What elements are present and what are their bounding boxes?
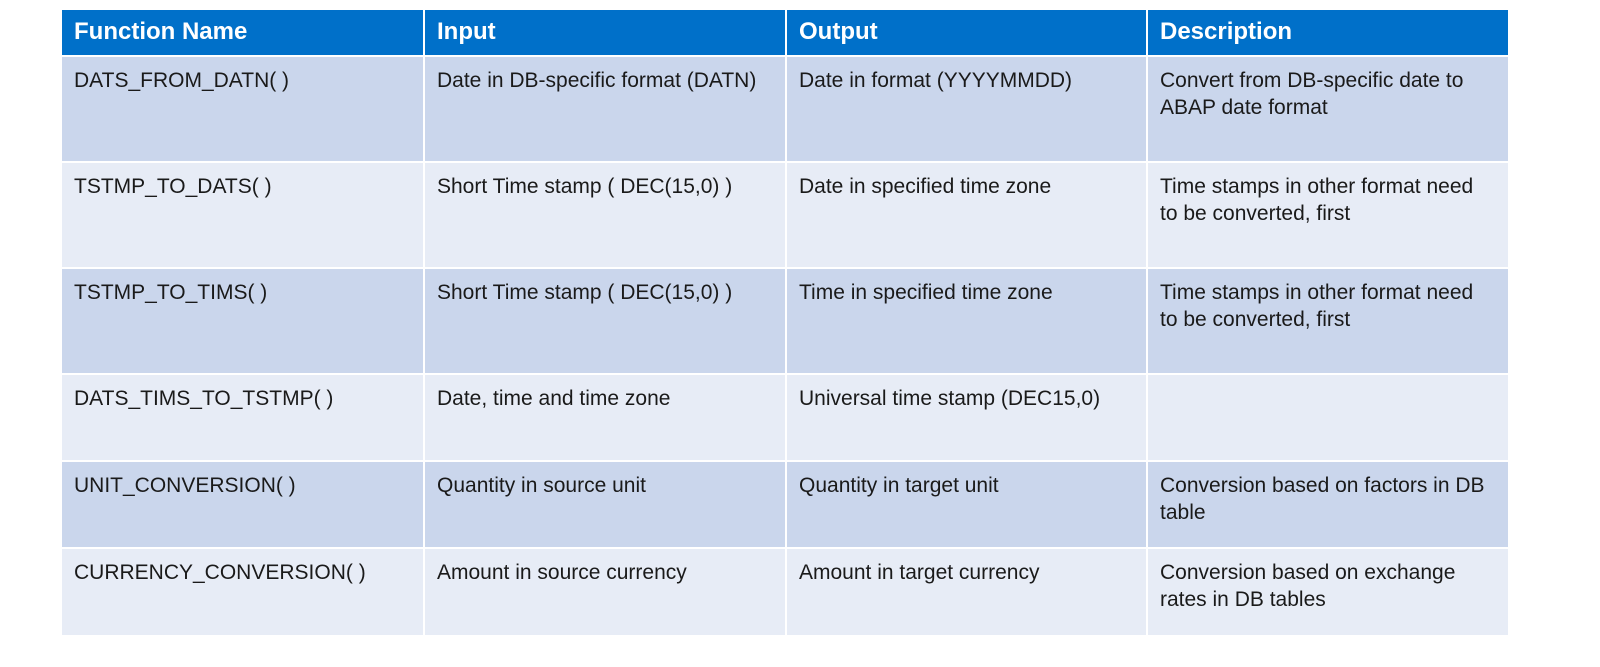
cell-function: TSTMP_TO_TIMS( ): [62, 267, 425, 375]
cell-input: Amount in source currency: [423, 547, 787, 635]
cell-function: CURRENCY_CONVERSION( ): [62, 547, 425, 635]
cell-output: Universal time stamp (DEC15,0): [785, 373, 1148, 462]
table-row: UNIT_CONVERSION( ) Quantity in source un…: [62, 460, 1508, 549]
cell-input: Short Time stamp ( DEC(15,0) ): [423, 161, 787, 269]
header-function-name: Function Name: [62, 10, 425, 57]
header-input: Input: [423, 10, 787, 57]
table-row: TSTMP_TO_DATS( ) Short Time stamp ( DEC(…: [62, 161, 1508, 269]
cell-output: Quantity in target unit: [785, 460, 1148, 549]
cell-input: Short Time stamp ( DEC(15,0) ): [423, 267, 787, 375]
header-description: Description: [1146, 10, 1508, 57]
cell-description: [1146, 373, 1508, 462]
table-header-row: Function Name Input Output Description: [62, 10, 1508, 57]
cell-input: Quantity in source unit: [423, 460, 787, 549]
cell-input: Date in DB-specific format (DATN): [423, 55, 787, 163]
cell-description: Time stamps in other format need to be c…: [1146, 161, 1508, 269]
cell-input: Date, time and time zone: [423, 373, 787, 462]
cell-output: Amount in target currency: [785, 547, 1148, 635]
cell-output: Date in format (YYYYMMDD): [785, 55, 1148, 163]
cell-description: Conversion based on exchange rates in DB…: [1146, 547, 1508, 635]
function-table: Function Name Input Output Description D…: [62, 10, 1508, 635]
header-output: Output: [785, 10, 1148, 57]
cell-description: Conversion based on factors in DB table: [1146, 460, 1508, 549]
cell-function: TSTMP_TO_DATS( ): [62, 161, 425, 269]
cell-function: DATS_TIMS_TO_TSTMP( ): [62, 373, 425, 462]
cell-description: Convert from DB-specific date to ABAP da…: [1146, 55, 1508, 163]
cell-output: Time in specified time zone: [785, 267, 1148, 375]
table-row: DATS_FROM_DATN( ) Date in DB-specific fo…: [62, 55, 1508, 163]
cell-description: Time stamps in other format need to be c…: [1146, 267, 1508, 375]
cell-function: UNIT_CONVERSION( ): [62, 460, 425, 549]
cell-output: Date in specified time zone: [785, 161, 1148, 269]
table-row: TSTMP_TO_TIMS( ) Short Time stamp ( DEC(…: [62, 267, 1508, 375]
table-row: CURRENCY_CONVERSION( ) Amount in source …: [62, 547, 1508, 635]
cell-function: DATS_FROM_DATN( ): [62, 55, 425, 163]
function-table-container: Function Name Input Output Description D…: [62, 10, 1508, 635]
table-row: DATS_TIMS_TO_TSTMP( ) Date, time and tim…: [62, 373, 1508, 462]
